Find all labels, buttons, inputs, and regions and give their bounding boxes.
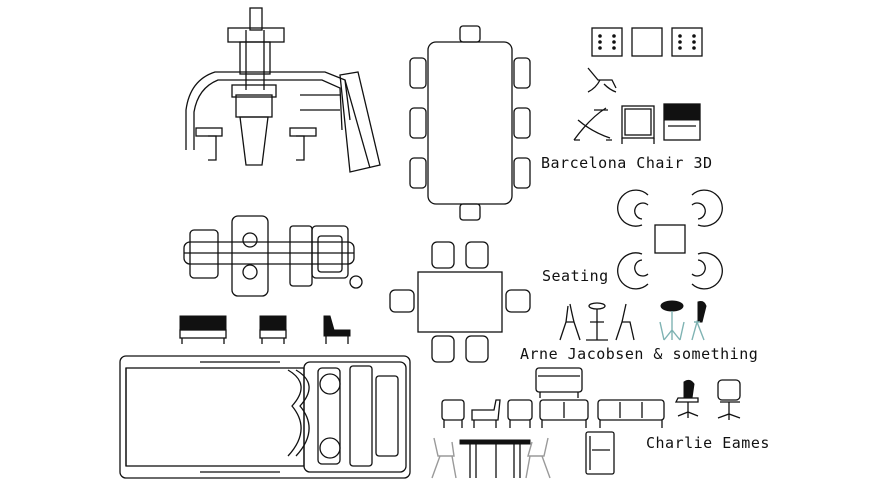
- label-arne-jacobsen: Arne Jacobsen & something: [520, 345, 759, 363]
- gym-machine-plan: [183, 215, 363, 297]
- treadmill-plan: [119, 355, 411, 479]
- charlie-eames-chairs: [674, 379, 741, 420]
- label-charlie-eames: Charlie Eames: [646, 434, 770, 452]
- seating-table-group: [617, 189, 723, 290]
- chair-elevations-row: [179, 315, 351, 344]
- arne-jacobsen-chairs: [559, 300, 707, 341]
- dining-table-6: [389, 241, 531, 363]
- lounge-seating-row: [441, 367, 665, 475]
- label-seating: Seating: [542, 267, 609, 285]
- label-barcelona-chair: Barcelona Chair 3D: [541, 154, 713, 172]
- bar-table-elevation: [431, 437, 551, 479]
- dining-table-8: [409, 25, 531, 221]
- barcelona-chair-blocks: [573, 27, 703, 144]
- gym-machine-elevation: [185, 7, 381, 173]
